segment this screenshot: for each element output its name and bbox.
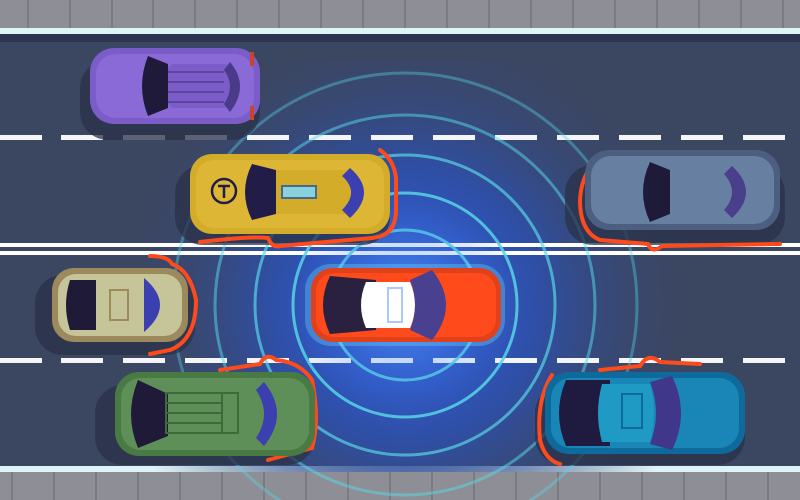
top-sidewalk [0,0,800,28]
car-blue-sedan [545,372,745,454]
car-beige-hatchback [52,268,188,342]
taxi-badge-icon [210,177,238,205]
car-green-wagon [115,372,315,456]
car-yellow-taxi [190,154,390,234]
car-purple-suv [90,48,260,124]
car-red-autonomous [305,264,505,346]
car-grey-blue-sedan [585,150,780,230]
